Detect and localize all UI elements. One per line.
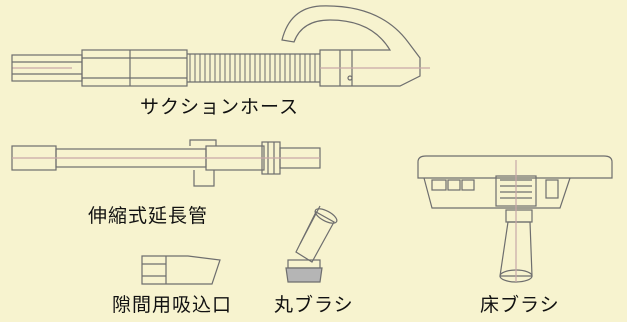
crevice-nozzle-label: 隙間用吸込口 bbox=[112, 294, 233, 316]
extension-pipe-label: 伸縮式延長管 bbox=[88, 205, 209, 227]
crevice-nozzle-drawing bbox=[141, 255, 221, 285]
floor-brush-drawing bbox=[417, 155, 613, 283]
round-brush-label: 丸ブラシ bbox=[274, 294, 354, 316]
floor-brush-label: 床ブラシ bbox=[480, 294, 560, 316]
extension-pipe-drawing bbox=[11, 139, 321, 187]
round-brush-drawing bbox=[285, 205, 338, 283]
suction-hose-label: サクションホース bbox=[140, 96, 300, 118]
suction-hose-drawing bbox=[11, 5, 430, 87]
